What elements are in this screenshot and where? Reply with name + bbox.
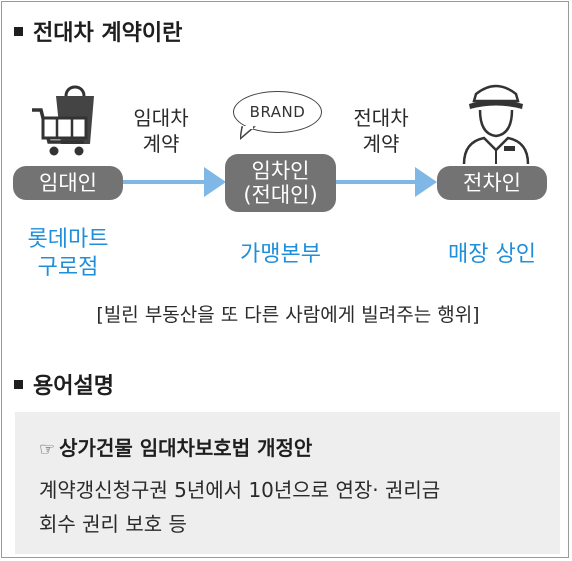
pointing-hand-icon: ☞ bbox=[39, 439, 56, 460]
arrow-line-1 bbox=[123, 180, 205, 184]
glossary-line: 회수 권리 보호 등 bbox=[39, 512, 187, 536]
lotte-mart-label: 롯데마트 구로점 bbox=[27, 227, 109, 280]
square-bullet-icon bbox=[14, 26, 23, 36]
store-merchant-label: 매장 상인 bbox=[448, 242, 536, 267]
lessee-pill: 임차인 (전대인) bbox=[225, 154, 336, 212]
section-title-sublease: 전대차 계약이란 bbox=[14, 15, 182, 47]
sublease-contract-label: 전대차 계약 bbox=[353, 106, 409, 156]
merchant-icon bbox=[462, 84, 530, 164]
glossary-line: 계약갱신청구권 5년에서 10년으로 연장· 권리금 bbox=[39, 478, 441, 502]
right-arrow-icon bbox=[204, 167, 226, 197]
section-title-text: 용어설명 bbox=[33, 374, 114, 399]
franchise-hq-label: 가맹본부 bbox=[240, 242, 321, 267]
section-title-text: 전대차 계약이란 bbox=[33, 21, 183, 46]
definition-caption: [빌린 부동산을 또 다른 사람에게 빌려주는 행위] bbox=[96, 304, 480, 326]
shopping-cart-bag-icon bbox=[32, 85, 94, 156]
square-bullet-icon bbox=[14, 379, 23, 389]
speech-bubble-tail bbox=[240, 126, 256, 140]
section-title-glossary: 용어설명 bbox=[14, 368, 114, 400]
lease-contract-label: 임대차 계약 bbox=[133, 106, 189, 156]
brand-text: BRAND bbox=[249, 103, 306, 121]
lessor-pill: 임대인 bbox=[13, 166, 123, 200]
glossary-title: ☞상가건물 임대차보호법 개정안 bbox=[39, 436, 313, 460]
glossary-box: ☞상가건물 임대차보호법 개정안 계약갱신청구권 5년에서 10년으로 연장· … bbox=[15, 412, 560, 554]
arrow-line-2 bbox=[336, 180, 416, 184]
sublessee-pill: 전차인 bbox=[437, 166, 547, 200]
right-arrow-icon bbox=[415, 167, 437, 197]
